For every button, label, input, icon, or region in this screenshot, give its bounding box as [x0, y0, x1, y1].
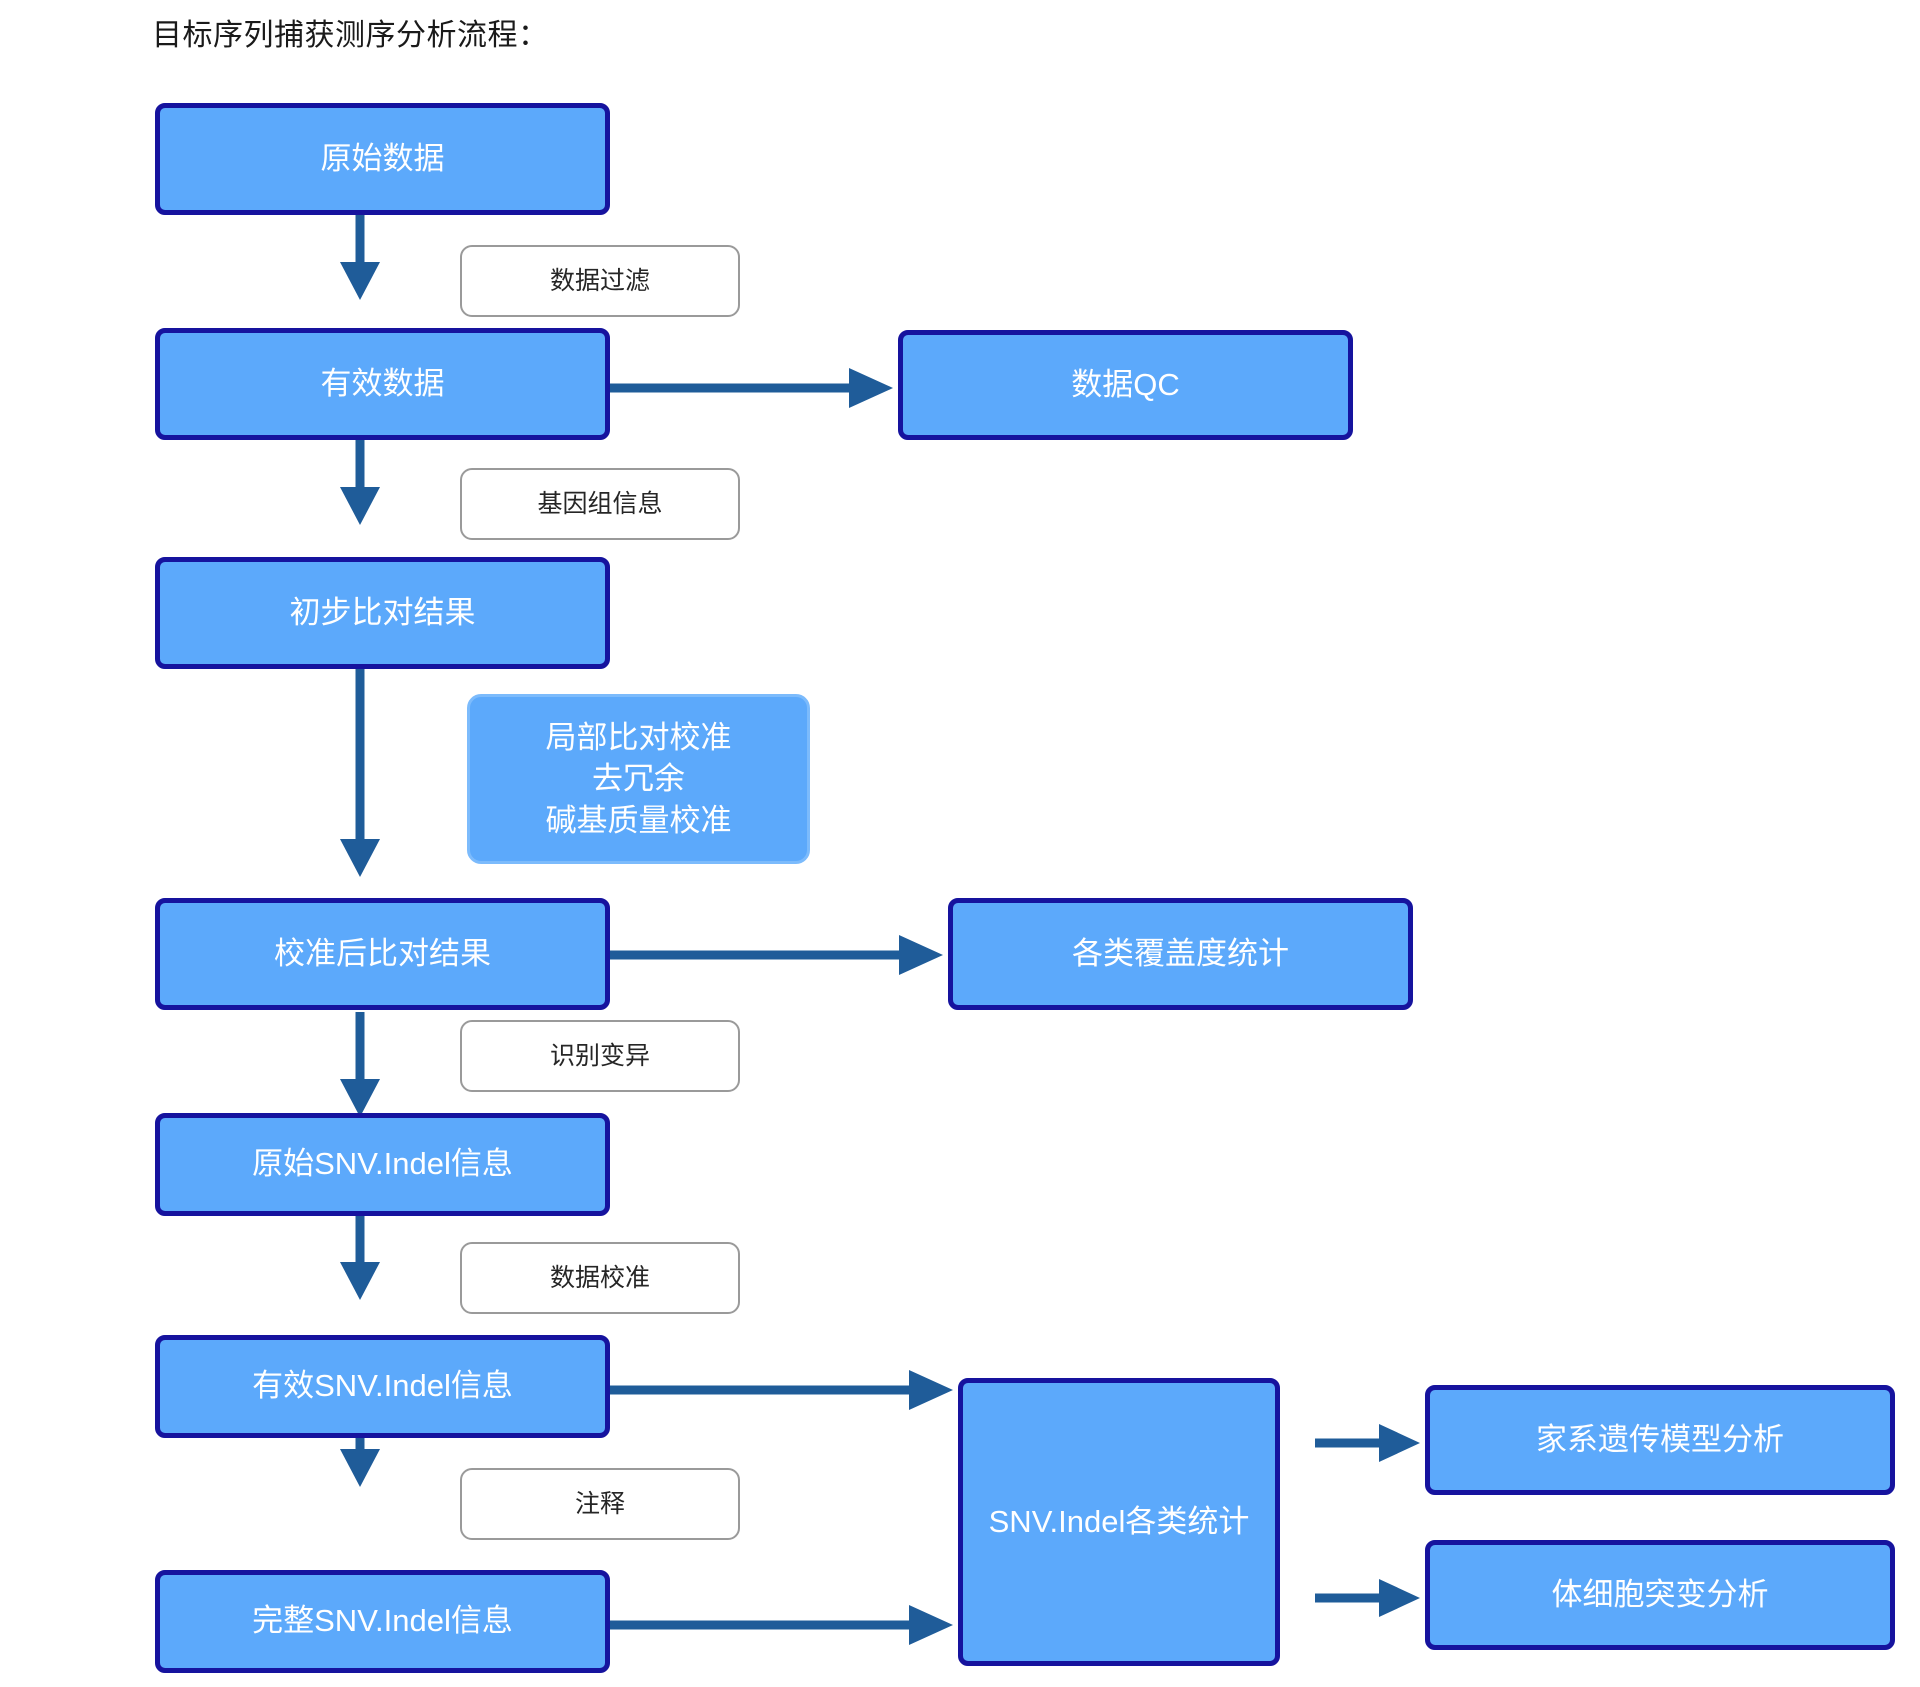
edge-label-genome-info[interactable]: 基因组信息	[460, 468, 740, 540]
arrowhead-rawsnv-to-validsnv	[340, 1262, 380, 1300]
node-raw-data[interactable]: 原始数据	[155, 103, 610, 215]
node-raw-data-label: 原始数据	[320, 140, 445, 176]
node-initial-alignment[interactable]: 初步比对结果	[155, 557, 610, 669]
edge-label-data-calibration-text: 数据校准	[549, 1264, 650, 1292]
arrowhead-clean-to-qc	[849, 368, 893, 408]
edge-label-genome-info-text: 基因组信息	[537, 490, 663, 518]
edge-label-annotation[interactable]: 注释	[460, 1468, 740, 1540]
arrowhead-validsnv-to-stats	[909, 1370, 953, 1410]
node-calibrated-alignment-label: 校准后比对结果	[274, 935, 491, 971]
arrowhead-validsnv-to-fullsnv	[340, 1449, 380, 1487]
arrowhead-raw-to-clean	[340, 262, 380, 300]
node-somatic-analysis-label: 体细胞突变分析	[1551, 1576, 1769, 1612]
arrowhead-fullsnv-to-stats	[909, 1605, 953, 1645]
edge-label-call-variants[interactable]: 识别变异	[460, 1020, 740, 1092]
node-realign-block[interactable]: 局部比对校准 去冗余 碱基质量校准	[467, 694, 810, 864]
node-valid-snv-indel-label: 有效SNV.Indel信息	[252, 1368, 513, 1404]
node-realign-block-label: 局部比对校准 去冗余 碱基质量校准	[545, 720, 732, 838]
node-valid-snv-indel[interactable]: 有效SNV.Indel信息	[155, 1335, 610, 1438]
arrowhead-align-to-calibrated	[340, 839, 380, 877]
node-coverage-stats-label: 各类覆盖度统计	[1072, 935, 1289, 971]
edge-label-filter-text: 数据过滤	[549, 267, 650, 295]
node-coverage-stats[interactable]: 各类覆盖度统计	[948, 898, 1413, 1010]
node-data-qc[interactable]: 数据QC	[898, 330, 1353, 440]
node-somatic-analysis[interactable]: 体细胞突变分析	[1425, 1540, 1895, 1650]
node-pedigree-analysis[interactable]: 家系遗传模型分析	[1425, 1385, 1895, 1495]
arrowhead-stats-to-somatic	[1379, 1579, 1420, 1617]
arrowhead-calibrated-to-rawsnv	[340, 1079, 380, 1117]
node-initial-alignment-label: 初步比对结果	[289, 594, 476, 630]
edge-label-annotation-text: 注释	[574, 1490, 625, 1518]
edge-label-call-variants-text: 识别变异	[549, 1042, 650, 1070]
node-clean-data[interactable]: 有效数据	[155, 328, 610, 440]
edge-label-filter[interactable]: 数据过滤	[460, 245, 740, 317]
node-raw-snv-indel-label: 原始SNV.Indel信息	[252, 1146, 513, 1182]
page-title: 目标序列捕获测序分析流程：	[152, 19, 549, 52]
node-full-snv-indel[interactable]: 完整SNV.Indel信息	[155, 1570, 610, 1673]
node-raw-snv-indel[interactable]: 原始SNV.Indel信息	[155, 1113, 610, 1216]
node-calibrated-alignment[interactable]: 校准后比对结果	[155, 898, 610, 1010]
node-data-qc-label: 数据QC	[1071, 366, 1180, 402]
node-snv-indel-stats[interactable]: SNV.Indel各类统计	[958, 1378, 1280, 1666]
arrowhead-stats-to-pedigree	[1379, 1424, 1420, 1462]
node-pedigree-analysis-label: 家系遗传模型分析	[1536, 1421, 1784, 1457]
edge-label-data-calibration[interactable]: 数据校准	[460, 1242, 740, 1314]
node-snv-indel-stats-label: SNV.Indel各类统计	[988, 1503, 1250, 1539]
arrowhead-clean-to-align	[340, 487, 380, 525]
arrowhead-calibrated-to-coverage	[899, 935, 943, 975]
node-full-snv-indel-label: 完整SNV.Indel信息	[252, 1603, 513, 1639]
node-clean-data-label: 有效数据	[320, 365, 445, 401]
